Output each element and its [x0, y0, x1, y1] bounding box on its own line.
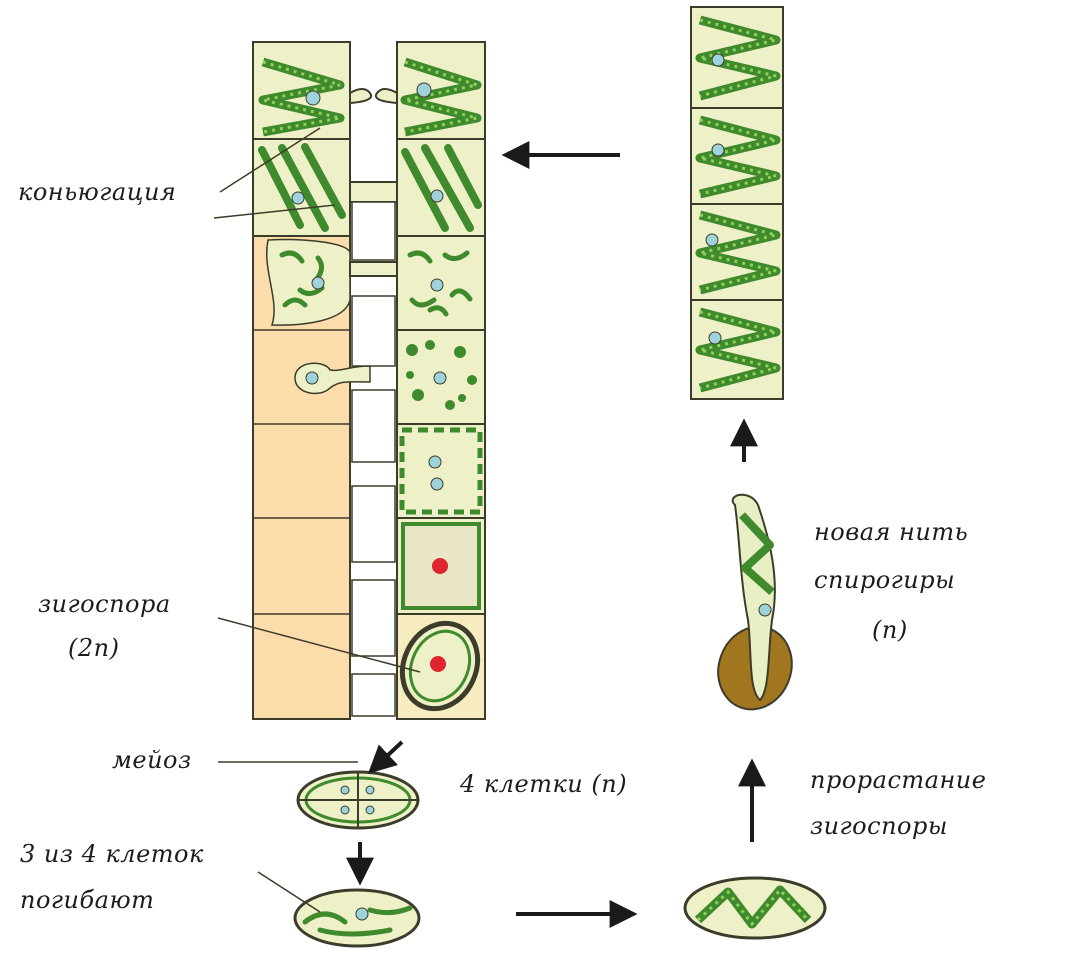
- label-conjugation: коньюгация: [18, 178, 177, 206]
- conjugation-tubes: [349, 88, 398, 277]
- label-germination: прорастание: [810, 766, 987, 794]
- mature-filament: [690, 6, 784, 400]
- label-meiosis: мейоз: [112, 746, 192, 774]
- label-zygospore-ploidy: (2n): [68, 634, 120, 662]
- spiral-chloroplast: [258, 57, 345, 137]
- arrows: [346, 141, 766, 928]
- label-spirogyra: спирогиры: [814, 566, 956, 594]
- right-filament: [396, 41, 486, 720]
- four-cells-oval: [296, 770, 420, 830]
- new-spiral-oval: [683, 876, 827, 940]
- label-zygospore: зигоспора: [38, 590, 171, 618]
- label-haploid: (n): [872, 616, 908, 644]
- arrow-meiosis: [367, 740, 404, 774]
- label-three-of-four: 3 из 4 клеток: [20, 840, 204, 868]
- label-germination-zygospore: зигоспоры: [810, 812, 948, 840]
- contracting-protoplast: [266, 238, 351, 326]
- label-new-filament: новая нить: [814, 518, 969, 546]
- migrating-protoplast: [294, 362, 371, 395]
- chloroplast-bands: [258, 143, 346, 232]
- nucleus: [305, 90, 321, 106]
- label-four-cells: 4 клетки (n): [460, 770, 628, 798]
- surviving-cell-oval: [293, 888, 421, 948]
- leader-lines: [213, 127, 421, 913]
- filament-gaps: [351, 201, 396, 717]
- label-perish: погибают: [20, 886, 155, 914]
- germinating-zygospore: [717, 493, 793, 711]
